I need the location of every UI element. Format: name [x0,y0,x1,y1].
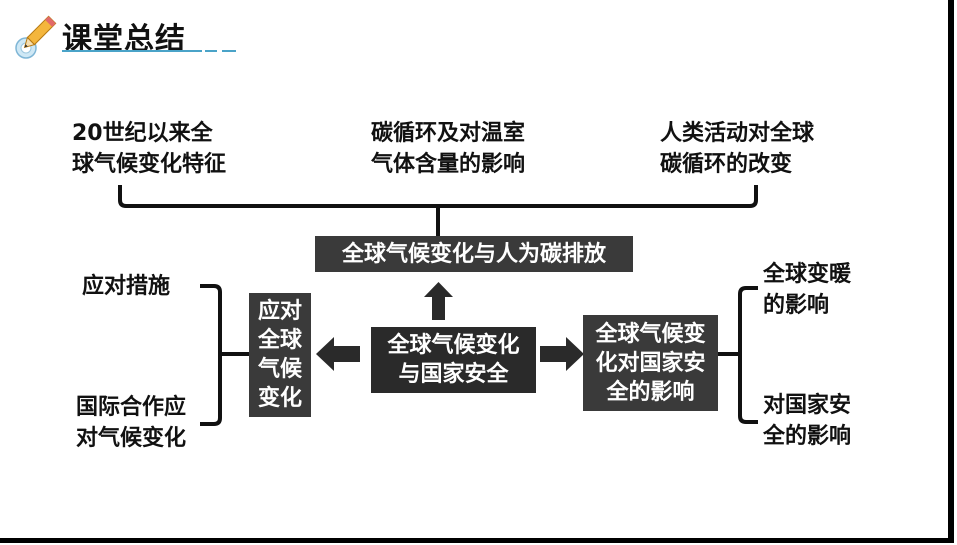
text-line: 变化 [257,386,302,411]
left-item-cooperation: 国际合作应 对气候变化 [76,392,186,454]
box-respond-climate: 应对 全球 气候 变化 [249,293,311,417]
title-underline [62,50,202,52]
text-line: 气体含量的影响 [371,152,526,177]
text-line: 对国家安 [763,393,852,418]
box-center-topic: 全球气候变化 与国家安全 [371,327,536,393]
text-line: 化对国家安 [595,350,706,376]
right-arrow-icon [540,337,584,371]
text-line: 全的影响 [763,424,852,449]
top-item-human-activity: 人类活动对全球 碳循环的改变 [660,118,814,180]
left-arrow-icon [316,337,360,371]
text-line: 全的影响 [606,379,695,405]
text-line: 全球气候变化 [387,333,520,358]
pencil-icon [15,15,57,59]
text-line: 全球气候变 [595,321,706,347]
text-line: 对气候变化 [76,426,187,451]
text-line: 国际合作应 [76,395,187,420]
text-line: 人类活动对全球 [660,121,815,146]
title-underline-dash [222,50,236,52]
text-line: 全球 [257,328,302,353]
text-line: 应对 [257,299,302,324]
text-line: 球气候变化特征 [72,152,227,177]
right-bracket [738,286,758,424]
left-bracket [200,284,222,426]
left-item-measures: 应对措施 [82,274,171,299]
up-arrow-icon [424,282,453,320]
text-line: 的影响 [763,293,830,318]
text-line: 碳循环及对温室 [371,121,526,146]
box-security-impact: 全球气候变 化对国家安 全的影响 [583,315,718,411]
box-carbon-emission: 全球气候变化与人为碳排放 [315,236,633,272]
text-line: 碳循环的改变 [660,152,793,177]
text-line: 气候 [257,357,302,382]
text-line: 20世纪以来全 [72,121,213,146]
right-item-security: 对国家安 全的影响 [763,390,851,452]
title-underline-dash [205,50,217,52]
right-item-warming: 全球变暖 的影响 [763,259,851,321]
text-line: 与国家安全 [398,362,509,387]
top-bracket [118,185,758,208]
top-item-carbon-cycle: 碳循环及对温室 气体含量的影响 [371,118,525,180]
top-item-climate-features: 20世纪以来全 球气候变化特征 [72,118,226,180]
text-line: 全球变暖 [763,262,852,287]
